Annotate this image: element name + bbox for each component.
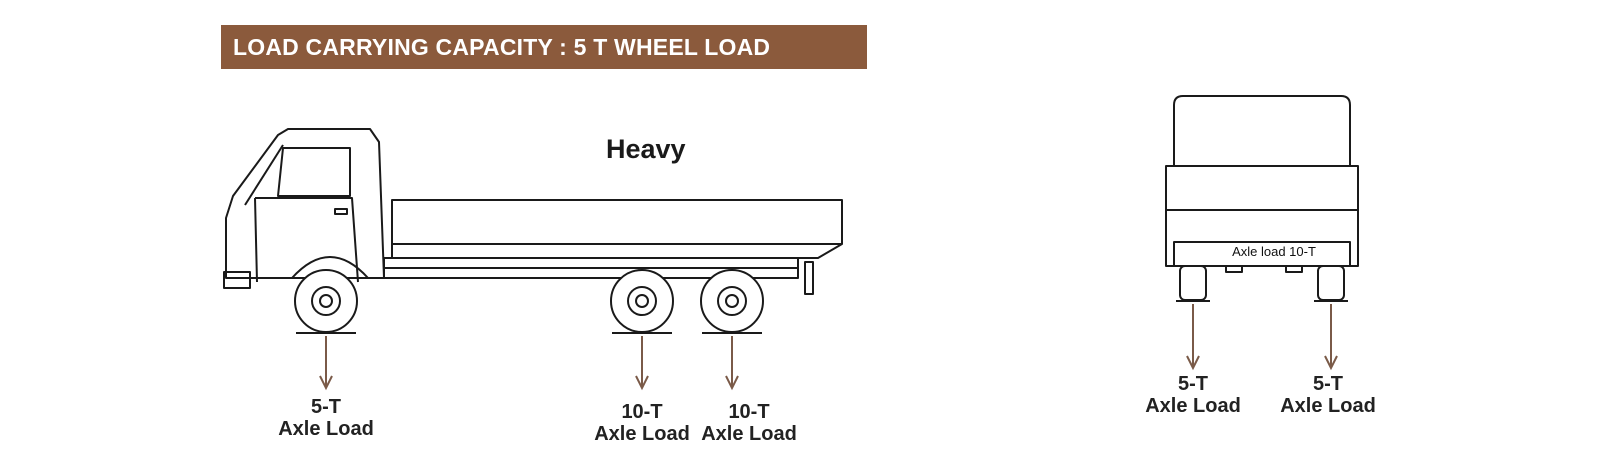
rear-hitch-left	[1225, 265, 1243, 273]
truck-cab	[225, 128, 385, 279]
rear-view-truck	[1165, 95, 1359, 301]
arrow-rear-axle-2	[725, 336, 739, 391]
cab-window	[277, 147, 351, 197]
title-text: LOAD CARRYING CAPACITY : 5 T WHEEL LOAD	[233, 33, 771, 60]
rear-left-wheel-value: 5-T	[1178, 373, 1208, 395]
arrow-rear-right	[1324, 304, 1338, 371]
rear-axle-1-caption: Axle Load	[594, 423, 690, 445]
front-wheel-arch	[291, 256, 369, 279]
rear-wheel-1	[610, 269, 674, 333]
cab-door	[254, 197, 359, 283]
door-handle	[334, 208, 348, 215]
rear-hitch-right	[1285, 265, 1303, 273]
front-axle-label: 5-T Axle Load	[266, 396, 386, 440]
title-banner: LOAD CARRYING CAPACITY : 5 T WHEEL LOAD	[221, 25, 867, 69]
rear-bracket	[804, 261, 814, 295]
rear-left-wheel-label: 5-T Axle Load	[1133, 373, 1253, 417]
front-axle-value: 5-T	[311, 396, 341, 418]
rear-axle-1-value: 10-T	[621, 401, 663, 423]
rear-axle-2-caption: Axle Load	[701, 423, 797, 445]
rear-right-wheel-caption: Axle Load	[1280, 395, 1376, 417]
rear-right-wheel-label: 5-T Axle Load	[1268, 373, 1388, 417]
rear-plate-text: Axle load 10-T	[1232, 244, 1316, 259]
arrow-rear-left	[1186, 304, 1200, 371]
rear-left-wheel-caption: Axle Load	[1145, 395, 1241, 417]
rear-axle-2-label: 10-T Axle Load	[689, 401, 809, 445]
front-axle-caption: Axle Load	[278, 418, 374, 440]
cargo-underframe	[391, 243, 843, 259]
rear-plate-frame	[1173, 241, 1351, 267]
arrow-rear-axle-1	[635, 336, 649, 391]
arrow-front-axle	[319, 336, 333, 391]
rear-axle-1-label: 10-T Axle Load	[582, 401, 702, 445]
rear-axle-2-value: 10-T	[728, 401, 770, 423]
rear-left-wheel	[1179, 265, 1207, 301]
rear-wheel-2	[700, 269, 764, 333]
bumper	[223, 271, 251, 289]
chassis	[383, 257, 799, 279]
front-wheel	[294, 269, 358, 333]
cab-front-pillar	[244, 144, 284, 206]
rear-right-wheel-value: 5-T	[1313, 373, 1343, 395]
cargo-bed	[391, 199, 843, 245]
rear-right-wheel	[1317, 265, 1345, 301]
vehicle-category-label: Heavy	[606, 134, 686, 164]
rear-cab-top	[1173, 95, 1351, 166]
